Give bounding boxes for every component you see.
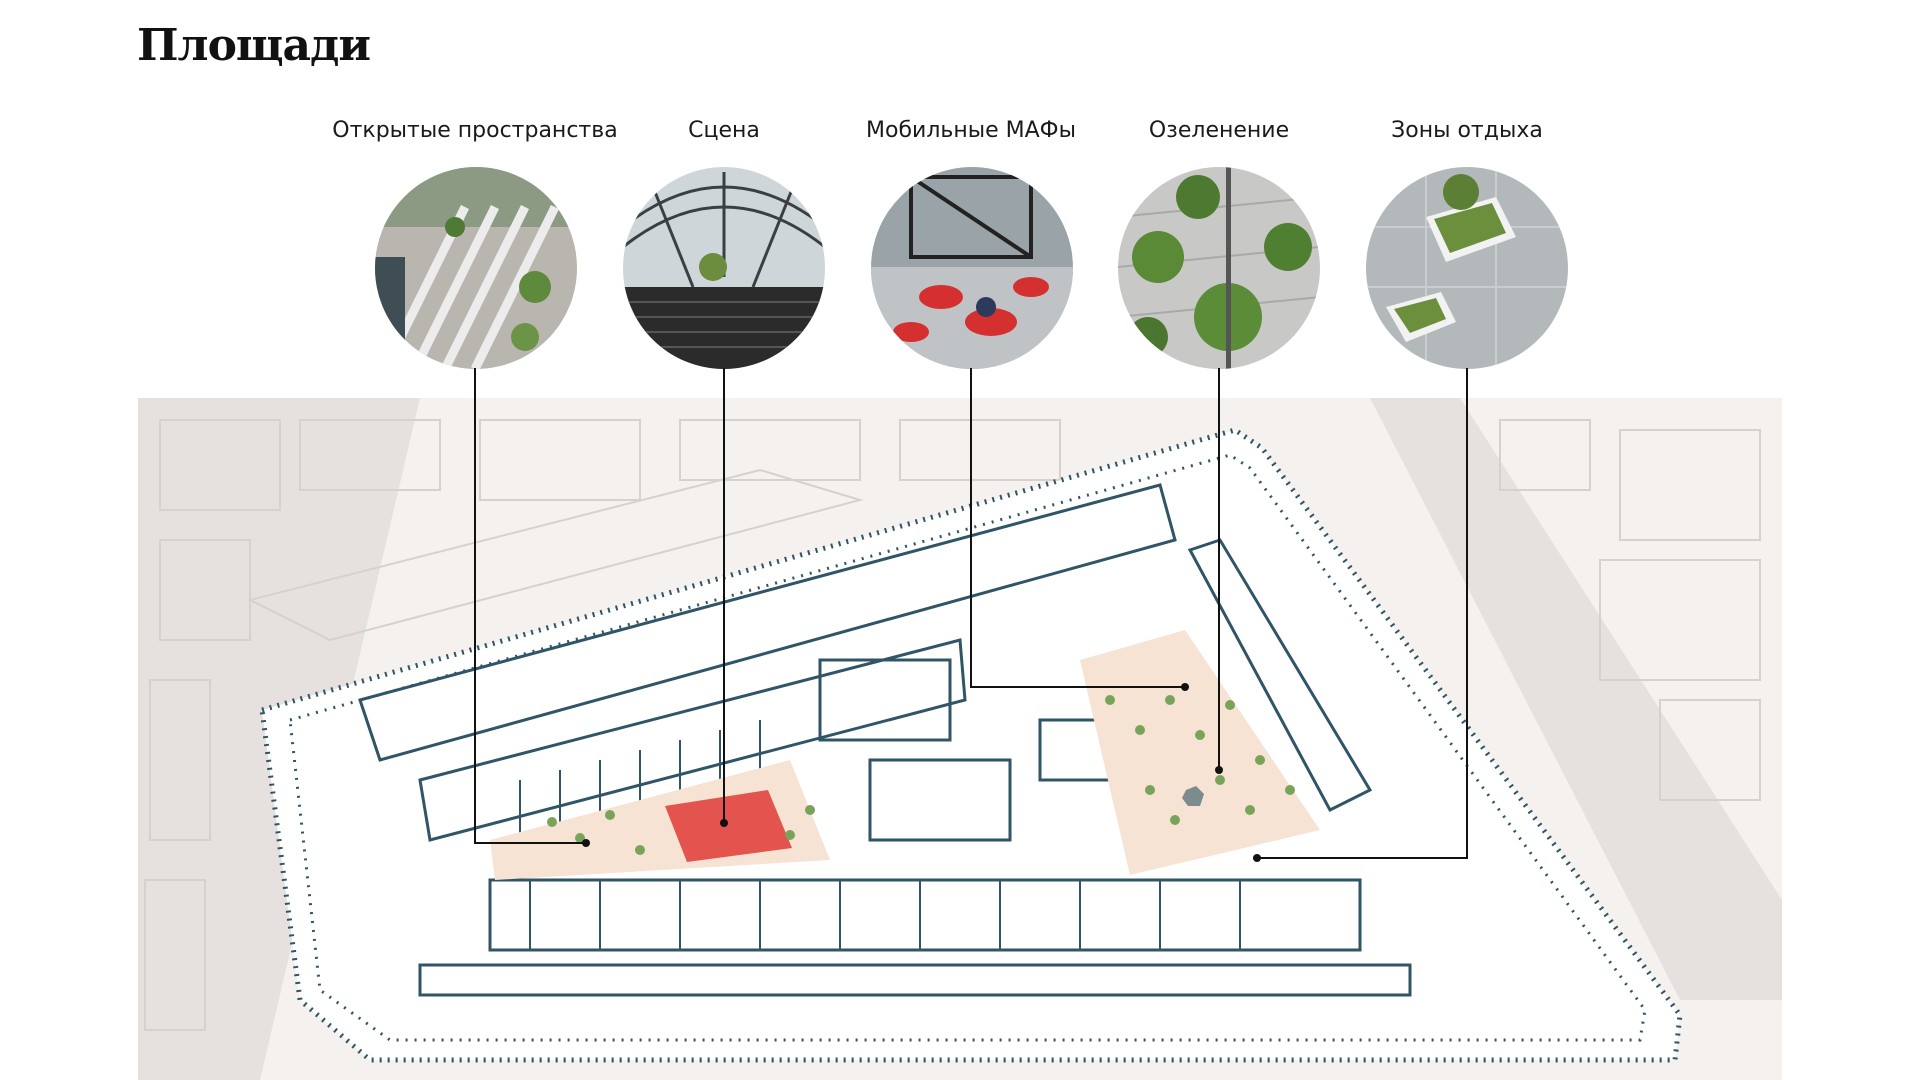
connector-rest-zones [1257,368,1468,859]
connector-open-spaces [474,368,583,844]
endpoint-rest-zones [1253,854,1261,862]
stage-area [665,790,792,862]
endpoint-greenery [1215,766,1223,774]
connector-mobile-maf [970,368,1184,688]
page-title: Площади [137,20,371,71]
endpoint-stage [720,819,728,827]
fountain [1182,786,1204,806]
connector-lines [474,368,1468,859]
category-label-mobile-maf: Мобильные МАФы [866,118,1076,143]
endpoint-open-spaces [582,839,590,847]
category-label-greenery: Озеленение [1148,118,1290,143]
category-label-stage: Сцена [688,118,760,143]
category-label-rest-zones: Зоны отдыха [1391,118,1543,143]
east-plaza [1080,630,1320,875]
endpoint-mobile-maf [1181,683,1189,691]
block-outline [259,427,1683,1063]
category-label-open-spaces: Открытые пространства [332,118,618,143]
building-rows [358,483,1412,997]
mobile-furniture-photo [871,167,1073,369]
rest-zones-photo [1366,167,1568,369]
greenery-photo [1118,167,1320,369]
connector-endpoints [582,683,1261,862]
trees [547,695,1295,855]
